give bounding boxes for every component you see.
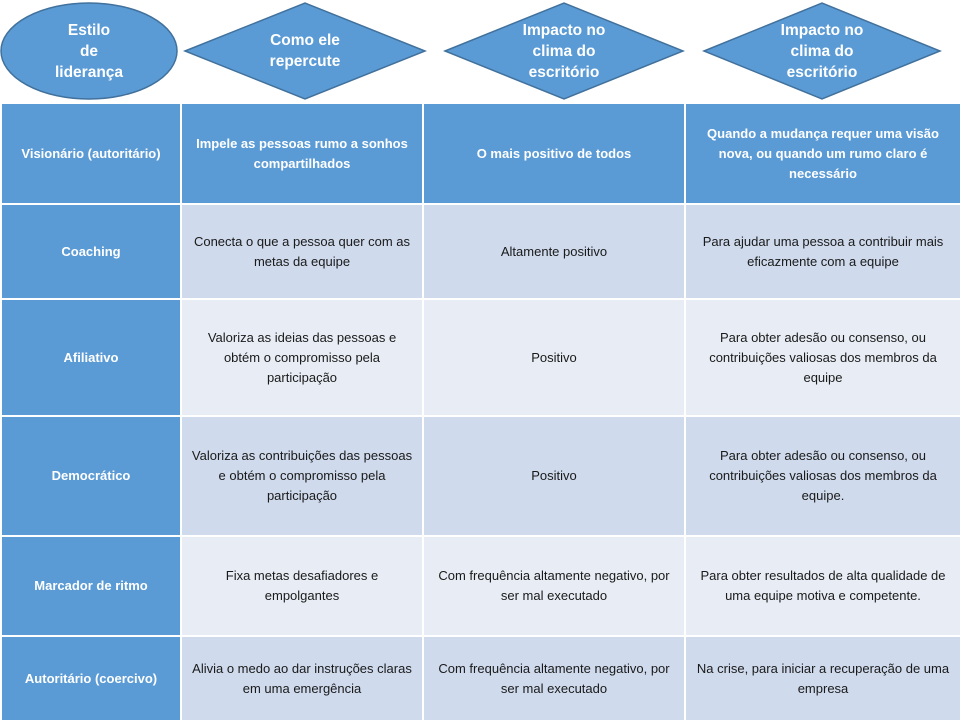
row-repercussion-cell: Alivia o medo ao dar instruções claras e… xyxy=(180,635,424,722)
row-style-cell: Visionário (autoritário) xyxy=(0,102,182,205)
row-impact-cell: O mais positivo de todos xyxy=(422,102,686,205)
table-row: Visionário (autoritário) Impele as pesso… xyxy=(0,102,960,205)
row-when-cell: Na crise, para iniciar a recuperação de … xyxy=(684,635,960,722)
table-row: Autoritário (coercivo) Alivia o medo ao … xyxy=(0,635,960,722)
impact1-diamond xyxy=(442,2,686,100)
row-when-cell: Para ajudar uma pessoa a contribuir mais… xyxy=(684,203,960,300)
style-header-label: Estilo de liderança xyxy=(54,21,124,81)
header-shapes: Estilo de liderança Como ele repercute I… xyxy=(0,0,960,102)
row-style-cell: Democrático xyxy=(0,415,182,537)
row-impact-cell: Positivo xyxy=(422,415,686,537)
table-row: Marcador de ritmo Fixa metas desafiadore… xyxy=(0,535,960,637)
row-repercussion-cell: Valoriza as ideias das pessoas e obtém o… xyxy=(180,298,424,417)
row-impact-cell: Com frequência altamente negativo, por s… xyxy=(422,535,686,637)
table-row: Coaching Conecta o que a pessoa quer com… xyxy=(0,203,960,300)
row-repercussion-cell: Conecta o que a pessoa quer com as metas… xyxy=(180,203,424,300)
row-when-cell: Para obter resultados de alta qualidade … xyxy=(684,535,960,637)
table-row: Afiliativo Valoriza as ideias das pessoa… xyxy=(0,298,960,417)
row-impact-cell: Positivo xyxy=(422,298,686,417)
table-row: Democrático Valoriza as contribuições da… xyxy=(0,415,960,537)
header-shapes-svg xyxy=(0,2,942,100)
row-style-cell: Marcador de ritmo xyxy=(0,535,182,637)
row-impact-cell: Com frequência altamente negativo, por s… xyxy=(422,635,686,722)
row-impact-cell: Altamente positivo xyxy=(422,203,686,300)
row-style-cell: Coaching xyxy=(0,203,182,300)
row-when-cell: Para obter adesão ou consenso, ou contri… xyxy=(684,298,960,417)
impact1-header-label: Impacto no clima do escritório xyxy=(522,21,606,81)
row-repercussion-cell: Fixa metas desafiadores e empolgantes xyxy=(180,535,424,637)
row-when-cell: Para obter adesão ou consenso, ou contri… xyxy=(684,415,960,537)
row-style-cell: Afiliativo xyxy=(0,298,182,417)
style-ellipse xyxy=(0,2,178,100)
impact2-diamond xyxy=(702,2,942,100)
repercussion-diamond xyxy=(182,2,428,100)
row-when-cell: Quando a mudança requer uma visão nova, … xyxy=(684,102,960,205)
row-repercussion-cell: Impele as pessoas rumo a sonhos comparti… xyxy=(180,102,424,205)
repercussion-header-label: Como ele repercute xyxy=(269,32,341,70)
leadership-styles-table: Visionário (autoritário) Impele as pesso… xyxy=(0,102,960,722)
impact2-header-label: Impacto no clima do escritório xyxy=(780,21,864,81)
row-repercussion-cell: Valoriza as contribuições das pessoas e … xyxy=(180,415,424,537)
row-style-cell: Autoritário (coercivo) xyxy=(0,635,182,722)
